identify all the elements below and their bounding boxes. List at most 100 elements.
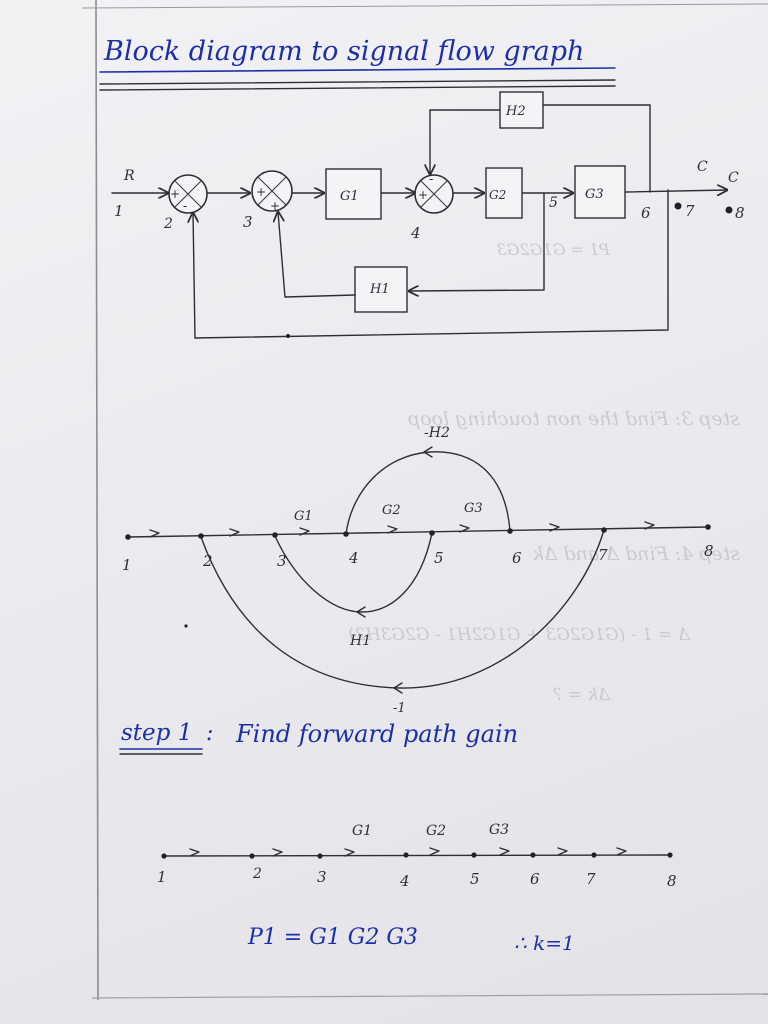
sfg-gain-label: H1 [349, 633, 371, 649]
output-signal-line [624, 190, 727, 192]
svg-text:H1: H1 [369, 282, 390, 297]
svg-text:+: + [418, 188, 428, 202]
node-number: 7 [685, 202, 695, 220]
node-number: 3 [243, 213, 253, 231]
fp-node-label: 6 [530, 870, 540, 888]
ghost-line: step 4: Find Δ and Δk [532, 543, 740, 565]
sfg-node-label: 1 [122, 556, 132, 574]
sfg-node [343, 531, 349, 537]
sfg-arrow [356, 606, 366, 618]
top-rule [81, 3, 768, 9]
summing-junction-2: + + [251, 170, 293, 213]
k-conclusion: ∴ k=1 [514, 931, 575, 955]
sfg-gain-label: G1 [294, 509, 313, 524]
step1-title: Find forward path gain [235, 720, 518, 748]
fp-node-label: 4 [399, 872, 410, 890]
svg-text:-: - [183, 199, 187, 214]
sfg-node [601, 527, 607, 533]
fp-gain-label: G1 [352, 823, 372, 839]
sfg-node [198, 533, 204, 539]
svg-text:-: - [429, 172, 433, 187]
forward-path-result: P1 = G1 G2 G3 [247, 925, 418, 950]
fp-gain-label: G2 [426, 823, 446, 839]
svg-text:+: + [270, 199, 280, 213]
sfg-node-label: 2 [202, 552, 213, 570]
summing-junction-1: + - [168, 174, 208, 214]
svg-text:G3: G3 [585, 187, 604, 202]
summing-junction-3: - + [414, 172, 454, 214]
title-text: Block diagram to signal flow graph [103, 36, 584, 67]
fp-arrow [344, 848, 355, 857]
step1-heading: step 1 [121, 720, 192, 746]
fp-node [471, 852, 477, 858]
node-number: 1 [114, 202, 124, 220]
fp-arrow [499, 847, 510, 856]
node-number: 5 [549, 195, 558, 211]
bleed-through-text: P1 = G1G2G3 step 3: Find the non touchin… [348, 240, 740, 705]
h2-feedback-in [542, 104, 651, 193]
sfg-gain-label: -1 [393, 701, 406, 716]
pencil-dot [184, 624, 188, 628]
fp-arrow [189, 848, 200, 857]
fp-arrow [616, 847, 627, 856]
pencil-dot [286, 334, 290, 338]
title-double-underline-1 [99, 79, 616, 85]
fp-node [403, 852, 409, 858]
sfg-arrow [387, 525, 398, 534]
signal-flow-graph: 1 2 3 4 5 6 7 8 G1 G2 G3 -H2 H1 -1 [122, 425, 714, 716]
ghost-line: step 3: Find the non touching loop [408, 408, 740, 430]
fp-node [530, 852, 536, 858]
step1-section: step 1 : Find forward path gain 1 2 3 4 … [119, 720, 677, 955]
sfg-node-label: 6 [512, 549, 522, 567]
sfg-arrow [459, 524, 470, 533]
input-label: R [123, 168, 135, 184]
sfg-node [507, 528, 513, 534]
sfg-gain-label: -H2 [424, 425, 450, 441]
svg-text:+: + [256, 185, 266, 199]
sfg-node-label: 4 [348, 549, 359, 567]
sfg-node [429, 530, 435, 536]
fp-arrow [272, 848, 283, 857]
sfg-loop-h2 [345, 451, 511, 535]
svg-text:G2: G2 [489, 188, 506, 202]
fp-node-label: 1 [157, 868, 167, 886]
sfg-arrow [393, 682, 403, 694]
fp-node-label: 8 [667, 872, 677, 890]
sfg-node-label: 3 [277, 552, 287, 570]
ghost-line: Δ = 1 - (G1G2G3 + G1G2H1 - G2G3H2) [348, 625, 691, 645]
sfg-loop-unity [200, 529, 605, 689]
node-number: 4 [410, 224, 421, 242]
sfg-node-label: 7 [598, 546, 608, 564]
sfg-gain-label: G2 [382, 503, 401, 518]
sfg-node [272, 532, 278, 538]
output-label: C [697, 159, 708, 175]
ghost-line: P1 = G1G2G3 [497, 240, 611, 259]
sfg-node-label: 8 [704, 542, 714, 560]
sfg-loop-h1 [274, 532, 433, 613]
block-g1: G1 [325, 168, 382, 220]
sfg-node-label: 5 [434, 549, 444, 567]
fp-node [161, 853, 167, 859]
block-g3: G3 [574, 165, 626, 219]
page-title: Block diagram to signal flow graph [99, 36, 616, 91]
block-h2: H2 [499, 91, 544, 129]
svg-text:H2: H2 [505, 104, 526, 119]
step1-colon: : [206, 721, 213, 746]
forward-path-line [163, 854, 671, 857]
fp-node-label: 7 [586, 870, 596, 888]
sfg-gain-label: G3 [464, 501, 483, 516]
sfg-node [125, 534, 131, 540]
ink-blot [674, 202, 682, 210]
sfg-arrow [149, 529, 160, 538]
svg-text:+: + [170, 187, 180, 201]
fp-node [667, 852, 673, 858]
unity-feedback [193, 189, 669, 339]
node-number: 8 [735, 204, 745, 222]
ink-blot [725, 206, 733, 214]
output-label: C [728, 170, 739, 186]
title-double-underline-2 [99, 85, 616, 91]
margin-line [95, 0, 99, 1001]
sfg-main-line [127, 526, 709, 538]
